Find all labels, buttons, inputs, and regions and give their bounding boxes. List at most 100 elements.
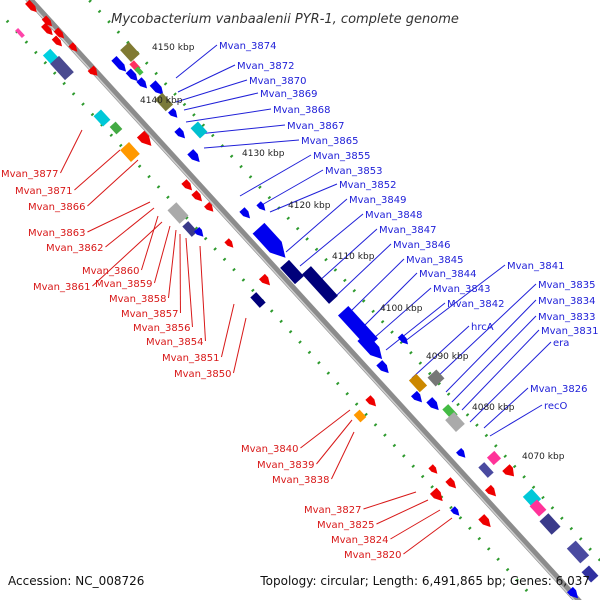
gene-63[interactable] [450,506,461,517]
gene-label[interactable]: Mvan_3871 [15,186,72,197]
gene-label[interactable]: Mvan_3852 [339,180,396,191]
gene-label[interactable]: Mvan_3834 [538,296,595,307]
gene-33[interactable] [224,238,235,249]
gene-label[interactable]: Mvan_3860 [82,266,139,277]
gene-24[interactable] [190,121,208,139]
gene-label[interactable]: Mvan_3857 [121,309,178,320]
gene-15[interactable] [87,65,101,79]
gene-label[interactable]: Mvan_3840 [241,444,298,455]
gene-66[interactable] [566,540,590,564]
gene-label[interactable]: recO [544,401,568,412]
gene-60[interactable] [529,499,547,517]
gene-16[interactable] [136,77,149,91]
gene-20[interactable] [93,109,111,127]
gene-22[interactable] [136,130,155,150]
gene-17[interactable] [149,80,167,97]
gene-label[interactable]: Mvan_3867 [287,121,344,132]
gene-label[interactable]: Mvan_3859 [95,279,152,290]
gene-58[interactable] [485,484,499,499]
gene-label[interactable]: Mvan_3861 [33,282,90,293]
gene-label[interactable]: Mvan_3849 [349,195,406,206]
gene-3[interactable] [53,27,67,41]
gene-21[interactable] [109,121,123,135]
gene-label[interactable]: Mvan_3848 [365,210,422,221]
gene-18[interactable] [154,92,174,112]
gene-label[interactable]: Mvan_3846 [393,240,450,251]
gene-50[interactable] [445,412,465,432]
gene-35[interactable] [256,201,267,212]
gene-32[interactable] [194,226,206,239]
gene-label[interactable]: Mvan_3858 [109,294,166,305]
gene-label[interactable]: Mvan_3831 [541,326,598,337]
gene-52[interactable] [486,450,502,466]
gene-label[interactable]: Mvan_3870 [249,76,306,87]
gene-4[interactable] [68,42,79,53]
gene-label[interactable]: Mvan_3838 [272,475,329,486]
gene-27[interactable] [181,179,194,193]
gene-44[interactable] [397,333,411,347]
gene-label[interactable]: Mvan_3869 [260,89,317,100]
gene-28[interactable] [191,190,204,204]
gene-label[interactable]: Mvan_3843 [433,284,490,295]
gene-label[interactable]: Mvan_3839 [257,460,314,471]
gene-label[interactable]: Mvan_3826 [530,384,587,395]
gene-51[interactable] [456,447,468,460]
gene-61[interactable] [539,513,561,535]
gene-2[interactable] [41,15,55,29]
gene-46[interactable] [411,390,425,405]
gene-label[interactable]: Mvan_3863 [28,228,85,239]
gene-label[interactable]: Mvan_3874 [219,41,276,52]
gene-label[interactable]: Mvan_3853 [325,166,382,177]
gene-label[interactable]: Mvan_3847 [379,225,436,236]
gene-label[interactable]: Mvan_3855 [313,151,370,162]
gene-14[interactable] [125,68,141,83]
gene-54[interactable] [502,464,517,480]
gene-label[interactable]: Mvan_3862 [46,243,103,254]
gene-label[interactable]: Mvan_3820 [344,550,401,561]
gene-39[interactable] [280,259,304,285]
gene-10[interactable] [134,66,144,76]
gene-label[interactable]: Mvan_3833 [538,312,595,323]
gene-label[interactable]: Mvan_3856 [133,323,190,334]
gene-40[interactable] [302,266,338,304]
gene-65[interactable] [353,409,367,423]
gene-12[interactable] [50,55,74,81]
gene-13[interactable] [111,55,128,74]
gene-25[interactable] [174,127,187,141]
gene-label[interactable]: Mvan_3835 [538,280,595,291]
gene-8[interactable] [120,42,140,62]
gene-5[interactable] [41,22,55,37]
gene-48[interactable] [427,369,445,387]
gene-label[interactable]: era [553,338,569,349]
gene-43[interactable] [376,360,391,376]
gene-label[interactable]: Mvan_3851 [162,353,219,364]
gene-37[interactable] [259,273,273,288]
gene-label[interactable]: Mvan_3854 [146,337,203,348]
gene-30[interactable] [167,202,189,224]
gene-label[interactable]: hrcA [471,322,494,333]
gene-label[interactable]: Mvan_3842 [447,299,504,310]
gene-label[interactable]: Mvan_3866 [28,202,85,213]
gene-68[interactable] [567,586,581,600]
gene-19[interactable] [168,107,180,120]
gene-36[interactable] [252,222,292,263]
gene-label[interactable]: Mvan_3868 [273,105,330,116]
gene-label[interactable]: Mvan_3877 [1,169,58,180]
gene-55[interactable] [428,464,439,475]
gene-7[interactable] [15,27,25,39]
gene-29[interactable] [204,201,216,214]
gene-label[interactable]: Mvan_3824 [331,535,388,546]
gene-label[interactable]: Mvan_3844 [419,269,476,280]
gene-38[interactable] [250,292,266,308]
gene-45[interactable] [408,373,428,393]
gene-47[interactable] [426,397,441,413]
gene-31[interactable] [182,221,198,237]
gene-label[interactable]: Mvan_3872 [237,61,294,72]
gene-53[interactable] [478,462,494,478]
gene-26[interactable] [187,149,202,165]
gene-label[interactable]: Mvan_3827 [304,505,361,516]
gene-67[interactable] [581,565,599,583]
gene-57[interactable] [429,487,446,504]
gene-34[interactable] [239,207,252,221]
gene-62[interactable] [478,514,493,530]
